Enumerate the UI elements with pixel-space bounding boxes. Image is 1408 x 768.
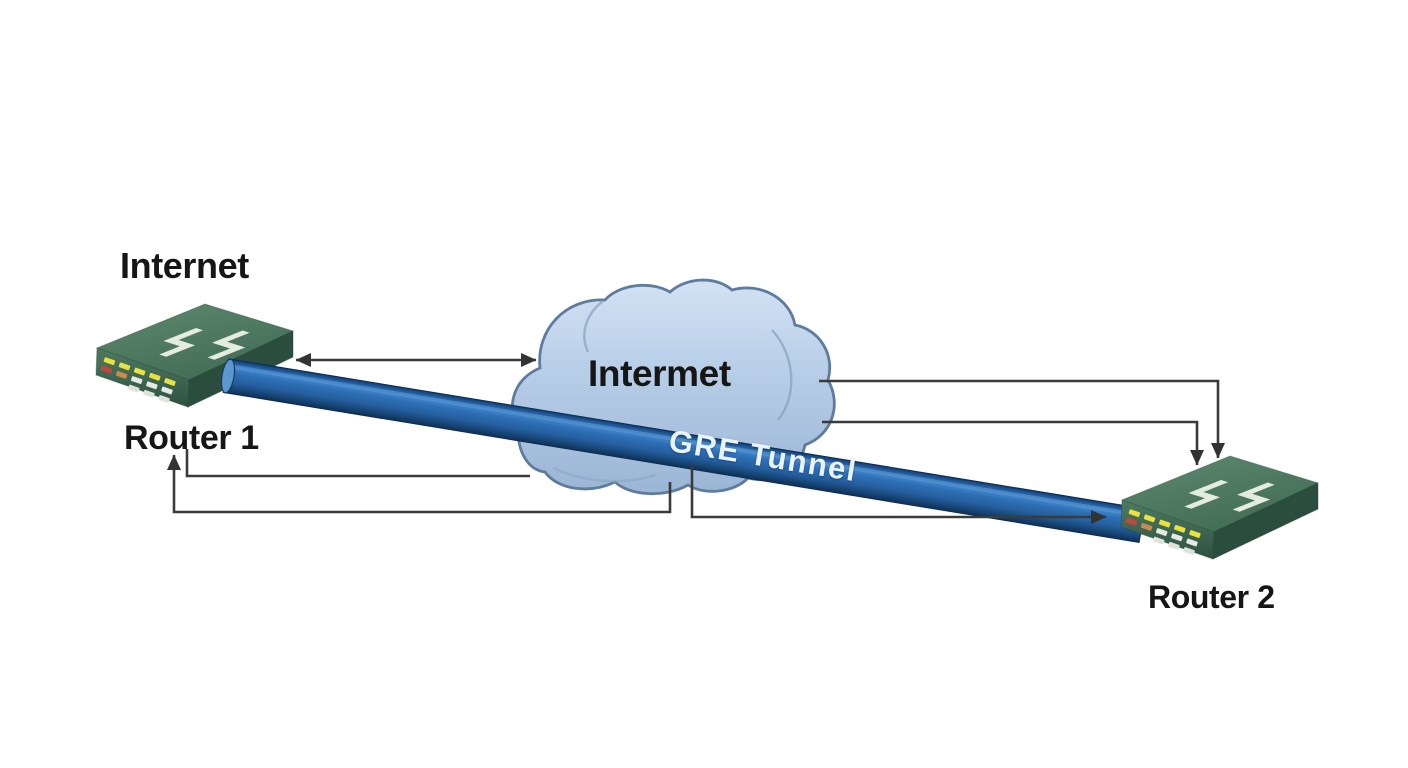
tunnel-highlight [231, 364, 1140, 518]
cloud-fold-left [583, 300, 604, 353]
connector-router1-label-to-cloud-line [185, 449, 530, 478]
connector-tunnel-to-router2-arrow [690, 466, 1107, 524]
router2-device [1120, 455, 1319, 560]
cloud-fold-right [771, 329, 793, 421]
tunnel-end-cap [220, 358, 236, 394]
cloud-label: Intermet [588, 353, 731, 394]
connector-cloud-to-router2-arrow-1 [819, 379, 1225, 459]
gre-tunnel-pipe [220, 358, 1146, 543]
router1-label: Router 1 [124, 419, 259, 457]
internet-device-label: Internet [120, 245, 249, 286]
router2-label: Router 2 [1148, 579, 1275, 615]
cloud-fold-bottom [552, 466, 656, 483]
connector-cloud-to-router1-label-arrow [167, 454, 672, 514]
connector-lines [167, 353, 1225, 524]
connector-cloud-to-router2-arrow-2 [822, 420, 1204, 466]
